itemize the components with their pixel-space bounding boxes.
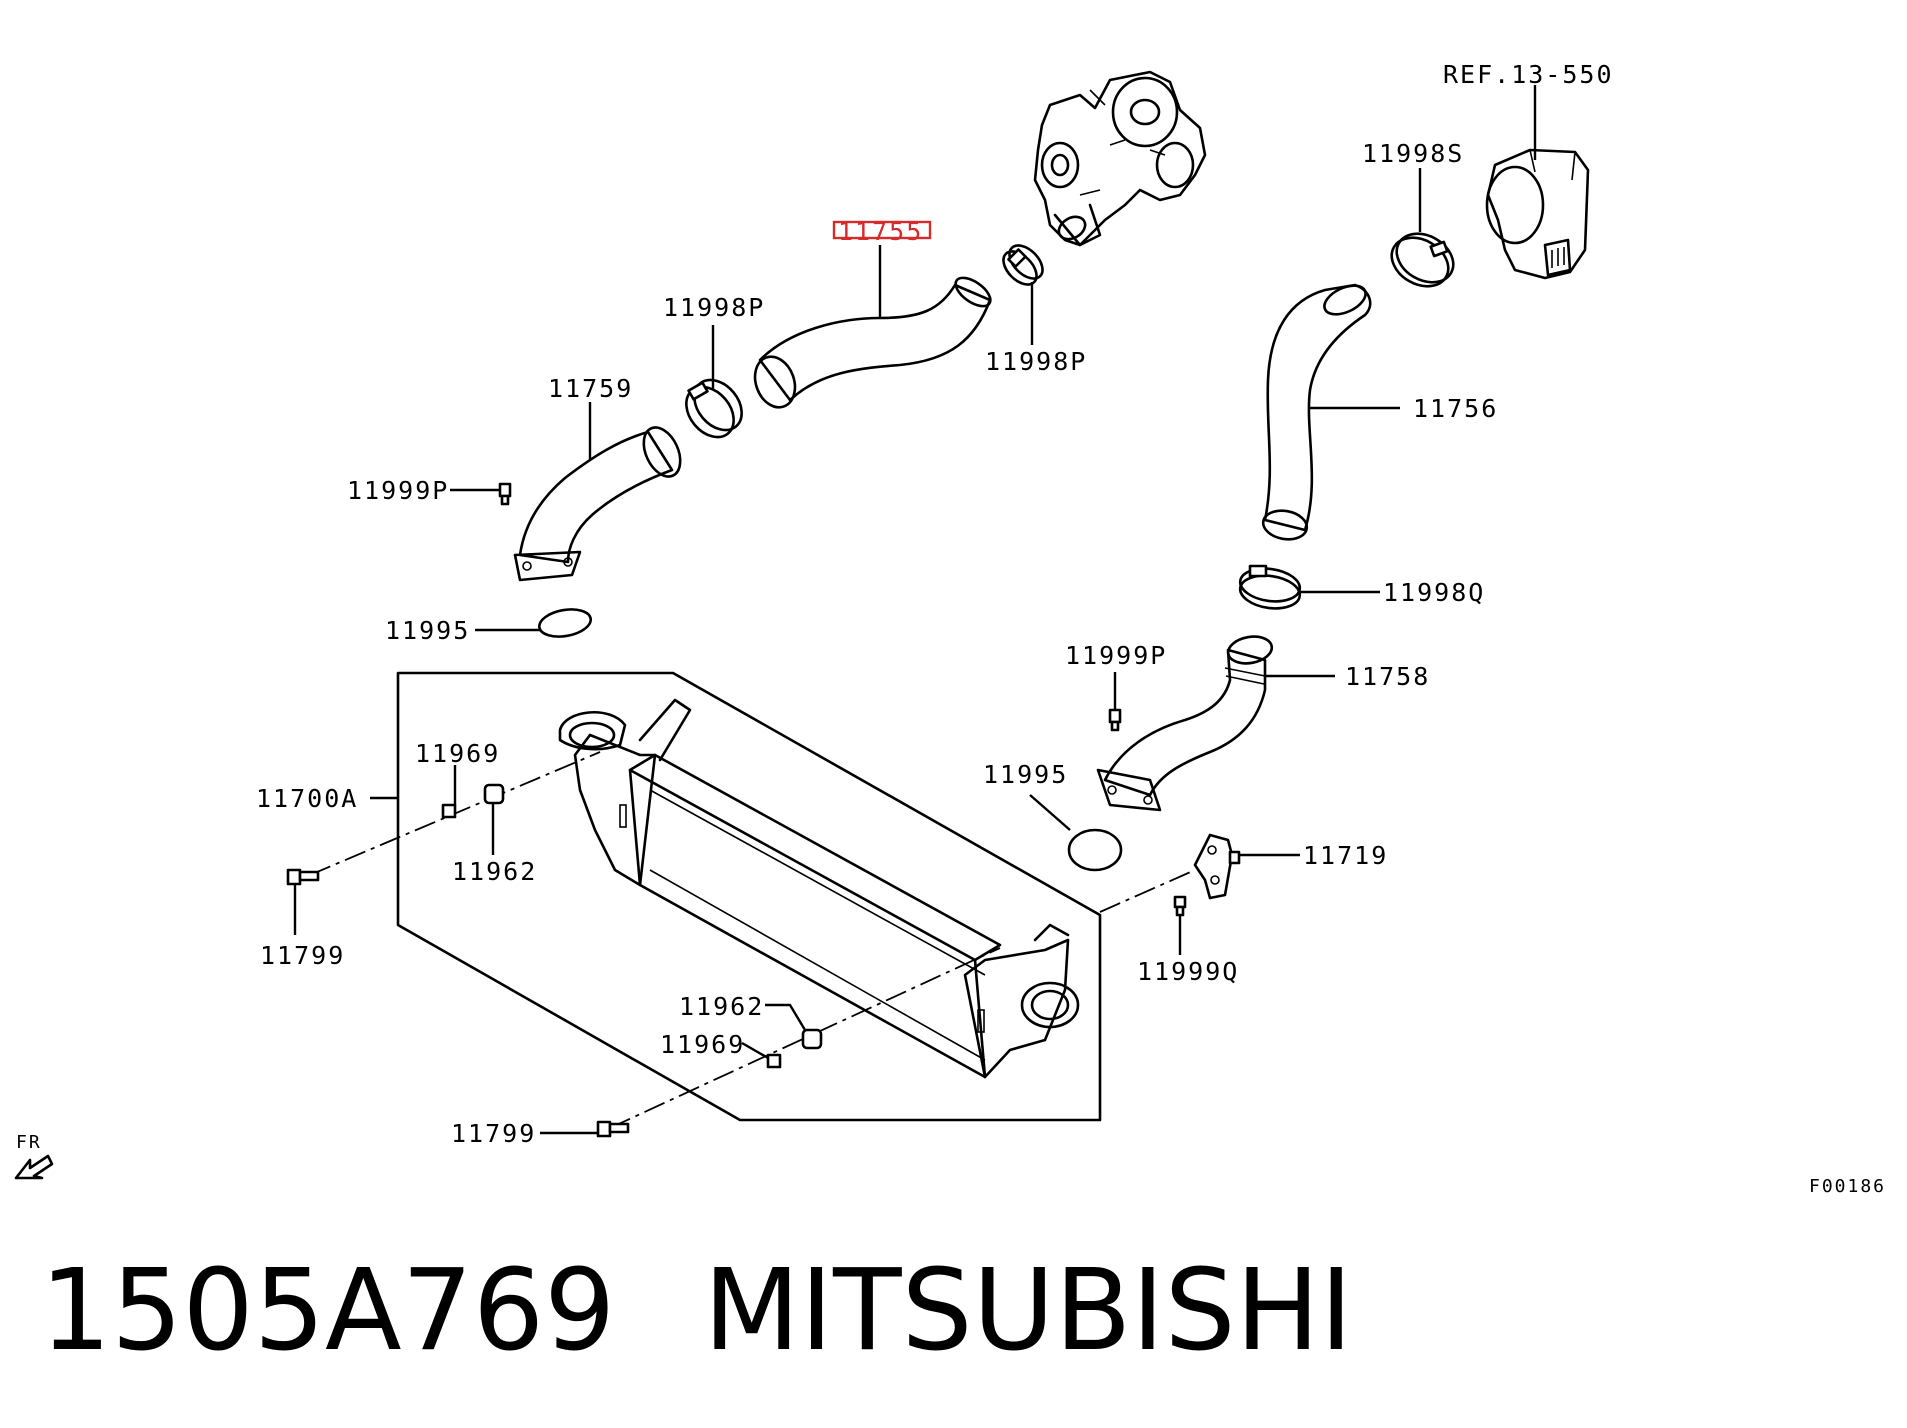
label-11998P-right[interactable]: 11998P xyxy=(985,347,1087,376)
highlight-box-11755 xyxy=(832,220,932,240)
label-11700A[interactable]: 11700A xyxy=(256,784,358,813)
hose-11755-illustration xyxy=(753,276,992,409)
mount-line-right xyxy=(1099,869,1196,913)
label-11758[interactable]: 11758 xyxy=(1345,662,1430,691)
intercooler-assembly-illustration xyxy=(396,671,1102,1122)
clamp-11998p-left-illustration xyxy=(685,378,743,439)
label-11999P-right[interactable]: 11999P xyxy=(1065,641,1167,670)
o-ring-11995-right-illustration xyxy=(1067,828,1123,872)
nut-11969-bottom-illustration xyxy=(766,1053,782,1069)
label-11969-top[interactable]: 11969 xyxy=(415,739,500,768)
clamp-11998q-illustration xyxy=(1238,564,1302,610)
label-11995-right[interactable]: 11995 xyxy=(983,760,1068,789)
leader-lines xyxy=(293,85,1537,1135)
bushing-11962-top-illustration xyxy=(483,783,505,805)
turbocharger-illustration xyxy=(1033,70,1207,247)
figure-code: F00186 xyxy=(1809,1176,1886,1197)
direction-label: FR xyxy=(16,1132,42,1153)
part-number: 1505A769 xyxy=(40,1246,616,1376)
label-11799-top[interactable]: 11799 xyxy=(260,941,345,970)
hose-11756-illustration xyxy=(1261,283,1372,541)
bolt-11799-top-illustration xyxy=(286,868,320,886)
label-11999Q[interactable]: 11999Q xyxy=(1137,957,1239,986)
bracket-11719-illustration xyxy=(1193,833,1241,900)
label-11999P-left[interactable]: 11999P xyxy=(347,476,449,505)
label-11969-bottom[interactable]: 11969 xyxy=(660,1030,745,1059)
label-11799-bottom[interactable]: 11799 xyxy=(451,1119,536,1148)
label-11719[interactable]: 11719 xyxy=(1303,841,1388,870)
bolt-11999q-illustration xyxy=(1173,895,1187,917)
label-11995-left[interactable]: 11995 xyxy=(385,616,470,645)
ref-label: REF.13-550 xyxy=(1443,60,1614,89)
nut-11969-top-illustration xyxy=(441,803,457,819)
throttle-body-illustration xyxy=(1485,148,1590,280)
label-11962-top[interactable]: 11962 xyxy=(452,857,537,886)
label-11998Q[interactable]: 11998Q xyxy=(1383,578,1485,607)
clamp-11998s-illustration xyxy=(1390,232,1455,288)
pipe-11758-illustration xyxy=(1096,635,1274,812)
label-11998S: 11998S xyxy=(1362,139,1464,168)
bolt-11999p-right-illustration xyxy=(1108,708,1122,732)
label-11998P-left[interactable]: 11998P xyxy=(663,293,765,322)
bushing-11962-bottom-illustration xyxy=(801,1028,823,1050)
label-11962-bottom[interactable]: 11962 xyxy=(679,992,764,1021)
label-11759[interactable]: 11759 xyxy=(548,374,633,403)
label-11756[interactable]: 11756 xyxy=(1413,394,1498,423)
bolt-11999p-left-illustration xyxy=(498,482,512,506)
o-ring-11995-left-illustration xyxy=(537,608,593,638)
brand-name: MITSUBISHI xyxy=(703,1246,1353,1376)
label-11755[interactable]: 11755 xyxy=(838,217,923,246)
mount-line-left-bottom xyxy=(609,947,1001,1129)
pipe-11759-illustration xyxy=(513,426,682,582)
bolt-11799-bottom-illustration xyxy=(596,1120,630,1138)
clamp-11998p-right-illustration xyxy=(1002,244,1044,286)
front-arrow-icon xyxy=(14,1154,54,1180)
